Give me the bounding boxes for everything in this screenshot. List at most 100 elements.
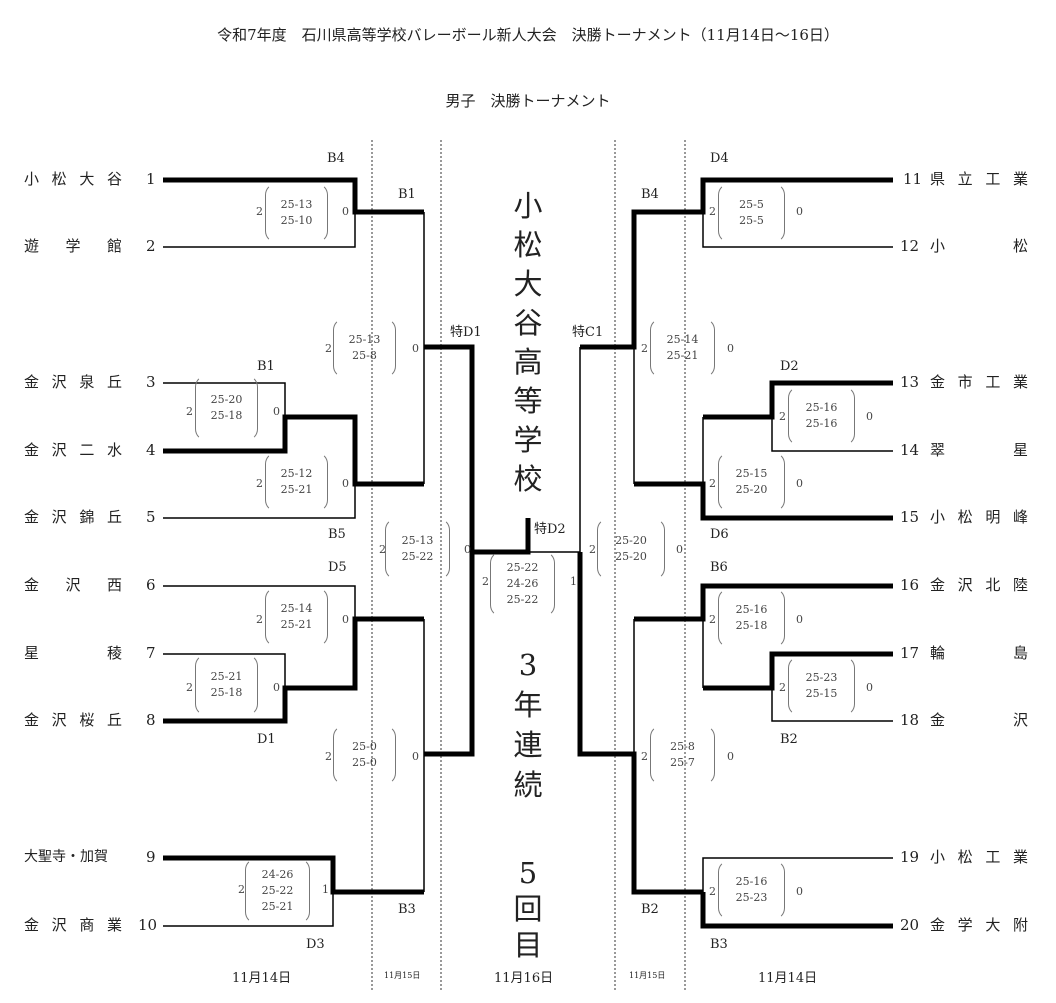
team-seed-left: 4 <box>146 441 156 459</box>
team-name-left: 小松大谷 <box>24 170 122 188</box>
round-date: 11月15日 <box>629 971 666 980</box>
sets-won-right: 0 <box>727 342 734 355</box>
sets-won-left: 2 <box>238 883 245 896</box>
set-score: 25-8 <box>670 740 695 753</box>
match-score-box: 25-5 25-5 <box>718 183 785 243</box>
team-name-left: 遊学館 <box>24 237 122 255</box>
set-score: 25-14 <box>666 333 699 346</box>
sets-won-left: 2 <box>379 543 386 556</box>
court-label: B1 <box>398 187 416 202</box>
team-name-right: 小松工業 <box>930 848 1028 866</box>
team-seed-right: 19 <box>900 848 920 866</box>
team-name-left: 金沢西 <box>24 576 122 594</box>
streak-text: 年 <box>513 688 543 722</box>
streak-count: 目 <box>513 928 543 962</box>
sets-won-right: 1 <box>570 575 577 588</box>
sets-won-right: 0 <box>866 410 873 423</box>
bracket-winner-path <box>163 177 893 929</box>
court-label: D5 <box>328 560 347 575</box>
team-seed-left: 7 <box>146 644 156 662</box>
sets-won-left: 2 <box>641 750 648 763</box>
team-name-left: 金沢泉丘 <box>24 373 122 391</box>
streak-count: 5 <box>518 856 538 890</box>
court-label: 特D2 <box>534 522 566 537</box>
court-label: 特D1 <box>450 325 482 340</box>
match-score-box: 25-23 25-15 <box>788 656 855 716</box>
team-name-left: 金沢錦丘 <box>24 508 122 526</box>
team-seed-left: 3 <box>146 373 156 391</box>
sets-won-left: 2 <box>186 681 193 694</box>
team-name-right: 金沢北陸 <box>930 576 1028 594</box>
set-score: 25-13 <box>401 534 434 547</box>
sets-won-right: 0 <box>796 613 803 626</box>
court-label: 特C1 <box>572 325 604 340</box>
court-label: B3 <box>710 937 728 952</box>
streak-text: 3 <box>518 648 538 682</box>
sets-won-left: 2 <box>709 885 716 898</box>
sets-won-left: 2 <box>589 543 596 556</box>
day-dividers <box>371 140 686 990</box>
sets-won-right: 0 <box>796 477 803 490</box>
sets-won-right: 0 <box>866 681 873 694</box>
set-score: 24-26 <box>506 577 539 590</box>
court-label: B4 <box>641 187 659 202</box>
set-score: 25-22 <box>261 884 294 897</box>
sets-won-left: 2 <box>256 477 263 490</box>
set-score: 25-20 <box>735 483 768 496</box>
set-score: 25-12 <box>280 467 313 480</box>
streak-count: 回 <box>513 892 543 926</box>
team-seed-left: 10 <box>138 916 158 934</box>
court-label: D4 <box>710 151 729 166</box>
team-seed-left: 1 <box>146 170 156 188</box>
set-score: 25-10 <box>280 214 313 227</box>
court-label: B4 <box>327 151 345 166</box>
set-score: 25-18 <box>210 409 243 422</box>
sets-won-left: 2 <box>256 613 263 626</box>
sets-won-right: 0 <box>342 477 349 490</box>
set-score: 25-8 <box>352 349 377 362</box>
champion-name: 大 <box>513 267 543 301</box>
round-date: 11月14日 <box>758 971 818 986</box>
team-seed-right: 14 <box>900 441 920 459</box>
team-seed-right: 15 <box>900 508 920 526</box>
set-score: 25-5 <box>739 214 764 227</box>
set-score: 25-15 <box>805 687 838 700</box>
champion-name: 松 <box>513 228 543 262</box>
sets-won-left: 2 <box>325 342 332 355</box>
sets-won-right: 0 <box>464 543 471 556</box>
team-seed-right: 12 <box>900 237 920 255</box>
team-name-right: 翠星 <box>930 441 1028 459</box>
set-score: 25-23 <box>805 671 838 684</box>
sets-won-right: 0 <box>676 543 683 556</box>
sets-won-left: 2 <box>186 405 193 418</box>
document-title: 令和7年度 石川県高等学校バレーボール新人大会 決勝トーナメント（11月14日〜… <box>217 26 839 44</box>
sets-won-right: 0 <box>342 205 349 218</box>
court-label: D3 <box>306 937 325 952</box>
set-score: 25-16 <box>735 875 768 888</box>
team-seed-right: 11 <box>903 170 923 188</box>
set-score: 25-20 <box>615 550 647 563</box>
team-name-left: 金沢商業 <box>24 916 122 934</box>
team-seed-right: 17 <box>900 644 920 662</box>
team-name-right: 輪島 <box>930 644 1028 662</box>
court-label: B2 <box>780 732 798 747</box>
set-score: 25-20 <box>210 393 243 406</box>
court-label: D2 <box>780 359 799 374</box>
set-score: 25-23 <box>735 891 768 904</box>
team-seed-left: 6 <box>146 576 156 594</box>
team-name-left: 金沢二水 <box>24 441 122 459</box>
set-score: 25-14 <box>280 602 313 615</box>
sets-won-right: 1 <box>322 883 329 896</box>
court-label: D6 <box>710 527 729 542</box>
set-score: 25-5 <box>739 198 764 211</box>
round-date: 11月14日 <box>232 971 292 986</box>
